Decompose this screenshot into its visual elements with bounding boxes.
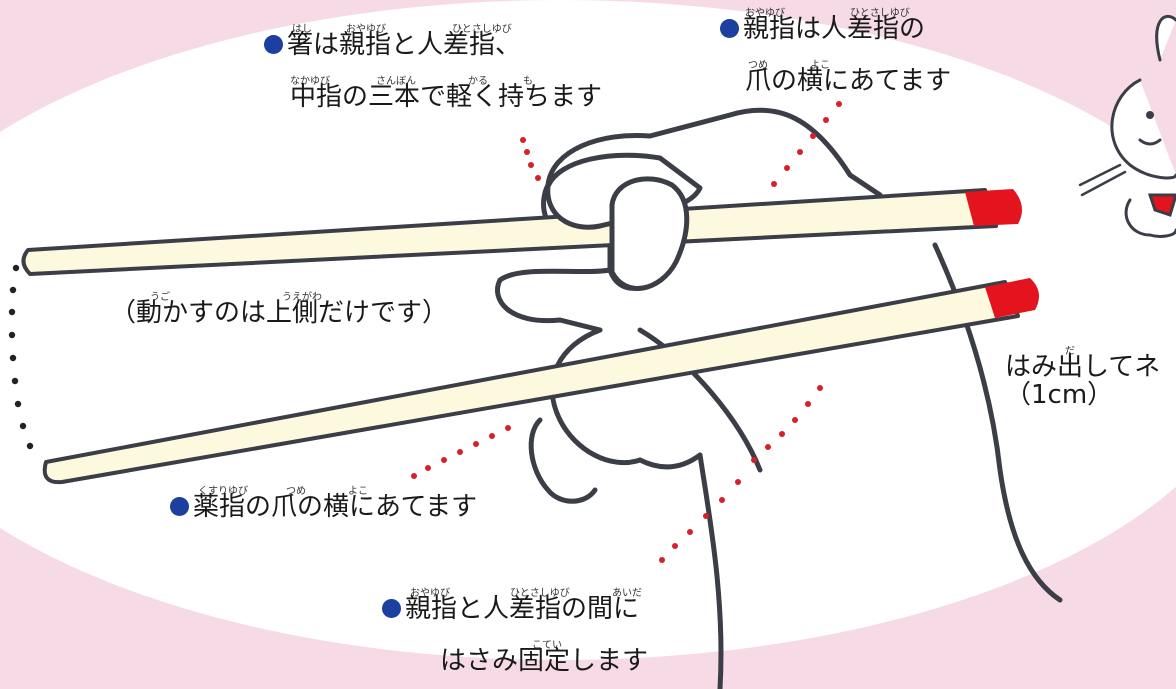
furigana-kotei: こてい [532, 640, 562, 651]
callout-hold-chopsticks: 箸は親指と人差指、 [264, 28, 521, 62]
bullet-icon [382, 599, 401, 618]
callout-text-line1: 箸は親指と人差指、 [287, 30, 522, 60]
callout-text-line1: 親指は人差指の [743, 14, 926, 44]
callout-fix-between-line2: はさみ固定します [440, 646, 649, 676]
callout-thumb-position: 親指は人差指の [720, 12, 925, 46]
furigana-kusuriyubi: くすりゆび [198, 486, 248, 497]
furigana-oyayubi: おやゆび [346, 24, 386, 35]
furigana-da: だ [1065, 346, 1075, 357]
callout-stick-out: はみ出してネ [1005, 352, 1161, 382]
callout-text-line1: 薬指の爪の横にあてます [193, 492, 478, 522]
rabbit-mascot [1078, 14, 1176, 238]
callout-hold-chopsticks-line2: 中指の三本で軽く持ちます [290, 82, 603, 112]
callout-fix-between: 親指と人差指の間に [382, 592, 639, 626]
movement-dotted-arc [8, 264, 34, 450]
callout-stick-out-length: （1cm） [1005, 380, 1114, 410]
fingers-front [545, 152, 703, 291]
furigana-mo: も [523, 76, 533, 87]
furigana-karu: かる [468, 76, 488, 87]
furigana-uegawa: うえがわ [282, 292, 322, 303]
furigana-sanbon: さんぼん [376, 76, 416, 87]
furigana-ugo: うご [150, 292, 170, 303]
furigana-oyayubi-2: おやゆび [745, 8, 785, 19]
furigana-yoko: よこ [810, 60, 830, 71]
furigana-tsume-2: つめ [286, 486, 306, 497]
furigana-nakayubi: なかゆび [290, 76, 330, 87]
furigana-oyayubi-3: おやゆび [410, 588, 450, 599]
lower-chopstick [42, 278, 1039, 485]
furigana-aida: あいだ [612, 588, 642, 599]
furigana-hitosashiyubi-3: ひとさしゆび [510, 588, 570, 599]
white-oval-backdrop [0, 0, 1176, 660]
furigana-hashi: はし [292, 24, 312, 35]
upper-chopstick [21, 188, 1022, 276]
callout-thumb-position-line2: 爪の横にあてます [745, 66, 952, 96]
bullet-icon [170, 497, 189, 516]
guide-dots [411, 101, 842, 563]
bullet-icon [720, 19, 739, 38]
furigana-yoko-2: よこ [348, 486, 368, 497]
callout-move-upper-only: （動かすのは上側だけです） [110, 298, 449, 328]
bullet-icon [264, 35, 283, 54]
furigana-hitosashiyubi-2: ひとさしゆび [850, 8, 910, 19]
furigana-hitosashiyubi: ひとさしゆび [452, 24, 512, 35]
callout-ring-finger: 薬指の爪の横にあてます [170, 490, 477, 524]
callout-text-line1: 親指と人差指の間に [405, 594, 640, 624]
furigana-tsume: つめ [748, 60, 768, 71]
